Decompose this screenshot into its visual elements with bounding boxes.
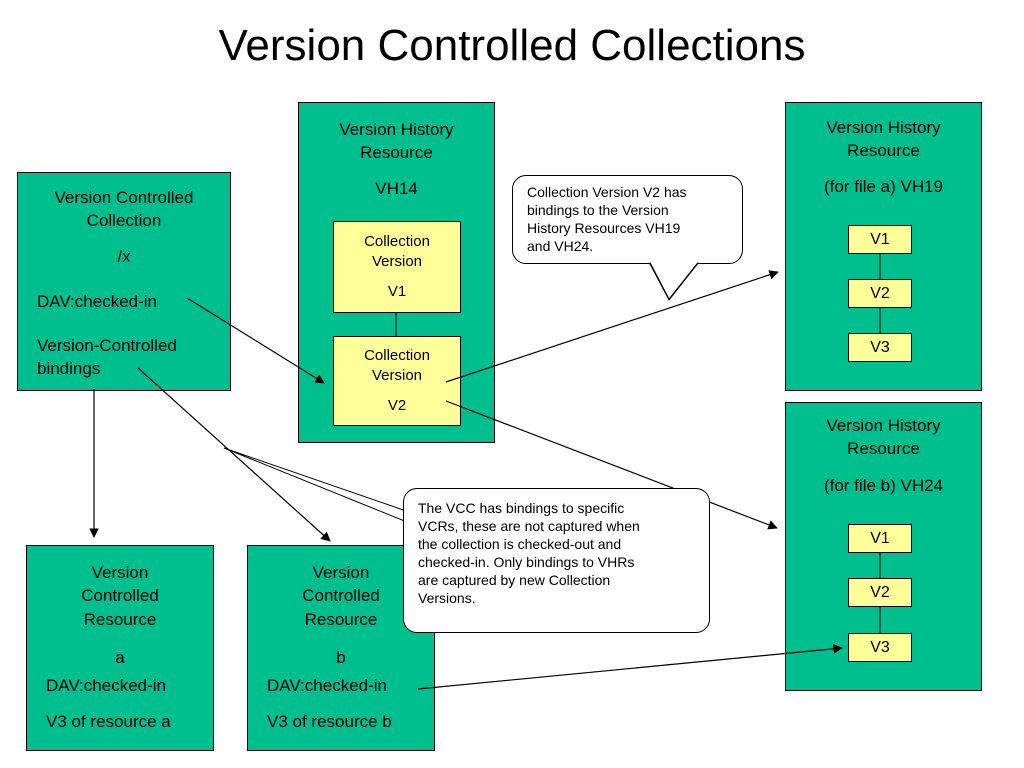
vcr-a-box: Version Controlled Resource a DAV:checke… [26,545,214,751]
vh14-id: VH14 [375,179,418,198]
callout-top-line3: History Resources VH19 [527,220,681,236]
vh24-title-line1: Version History [826,416,941,435]
vcr-a-checked-in: DAV:checked-in [46,676,166,695]
callout-bottom-line1: The VCC has bindings to specific [418,500,625,516]
vcr-b-name: b [336,648,346,667]
vh24-id: (for file b) VH24 [823,476,944,495]
vcc-checked-in: DAV:checked-in [37,292,157,311]
vcr-b-line2: Controlled [302,586,380,605]
vcc-to-vcr-b-arrow [137,367,331,542]
callout-bottom-line4: checked-in. Only bindings to VHRs [418,554,635,570]
callout-bottom-line2: VCRs, these are not captured when [418,518,640,534]
callout-top-line2: bindings to the Version [527,202,669,218]
vcr-a-name: a [115,648,125,667]
callout-bottom-line3: the collection is checked-out and [418,536,622,552]
vh24-version-v1: V1 [848,524,912,553]
callout-bottom: The VCC has bindings to specific VCRs, t… [403,488,710,633]
vcc-bindings-line2: bindings [37,359,101,378]
callout-bottom-line6: Versions. [418,590,476,606]
vcc-checked-in-arrow [186,297,325,384]
collection-version-v2: Collection Version V2 [333,336,461,426]
callout-bottom-line5: are captured by new Collection [418,572,611,588]
vh19-version-v1: V1 [848,225,912,254]
vh19-version-v2: V2 [848,279,912,308]
vcc-title-line2: Collection [86,211,162,230]
vh19-title-line2: Resource [847,141,920,160]
callout-top-line1: Collection Version V2 has [527,184,687,200]
vcc-bindings-line1: Version-Controlled [37,336,177,355]
callout-top: Collection Version V2 has bindings to th… [512,175,743,264]
vh24-title-line2: Resource [847,439,920,458]
vcr-b-version: V3 of resource b [267,712,392,731]
page-title: Version Controlled Collections [218,21,806,70]
cv1-line1: Collection [364,233,430,250]
vcc-path: /x [117,247,131,266]
vcr-b-checked-in: DAV:checked-in [267,676,387,695]
vh24-version-v2: V2 [848,578,912,607]
cv2-to-vh19-arrow [445,270,779,383]
vcr-a-line2: Controlled [81,586,159,605]
vcr-a-version: V3 of resource a [46,712,171,731]
vcr-b-to-vh24-v3-arrow [417,644,843,690]
vcr-b-line3: Resource [304,610,378,629]
vh14-title-line1: Version History [339,120,454,139]
vcc-box: Version Controlled Collection /x DAV:che… [17,172,231,391]
vcr-a-line3: Resource [83,610,157,629]
vh19-id: (for file a) VH19 [823,177,944,196]
vh14-title-line2: Resource [360,143,433,162]
vh19-title-line1: Version History [826,118,941,137]
vcr-b-line1: Version [312,563,370,582]
vh19-version-v3: V3 [848,333,912,362]
cv2-line2: Version [371,367,423,384]
callout-top-line4: and VH24. [527,238,594,254]
cv2-line1: Collection [364,347,430,364]
cv2-version: V2 [387,397,407,414]
vcc-title-line1: Version Controlled [54,188,194,207]
cv1-version: V1 [387,283,407,300]
vh24-version-v3: V3 [848,633,912,662]
collection-version-v1: Collection Version V1 [333,221,461,313]
cv1-line2: Version [371,253,423,270]
vcr-a-line1: Version [91,563,149,582]
cv2-to-vh24-arrow [445,400,778,530]
